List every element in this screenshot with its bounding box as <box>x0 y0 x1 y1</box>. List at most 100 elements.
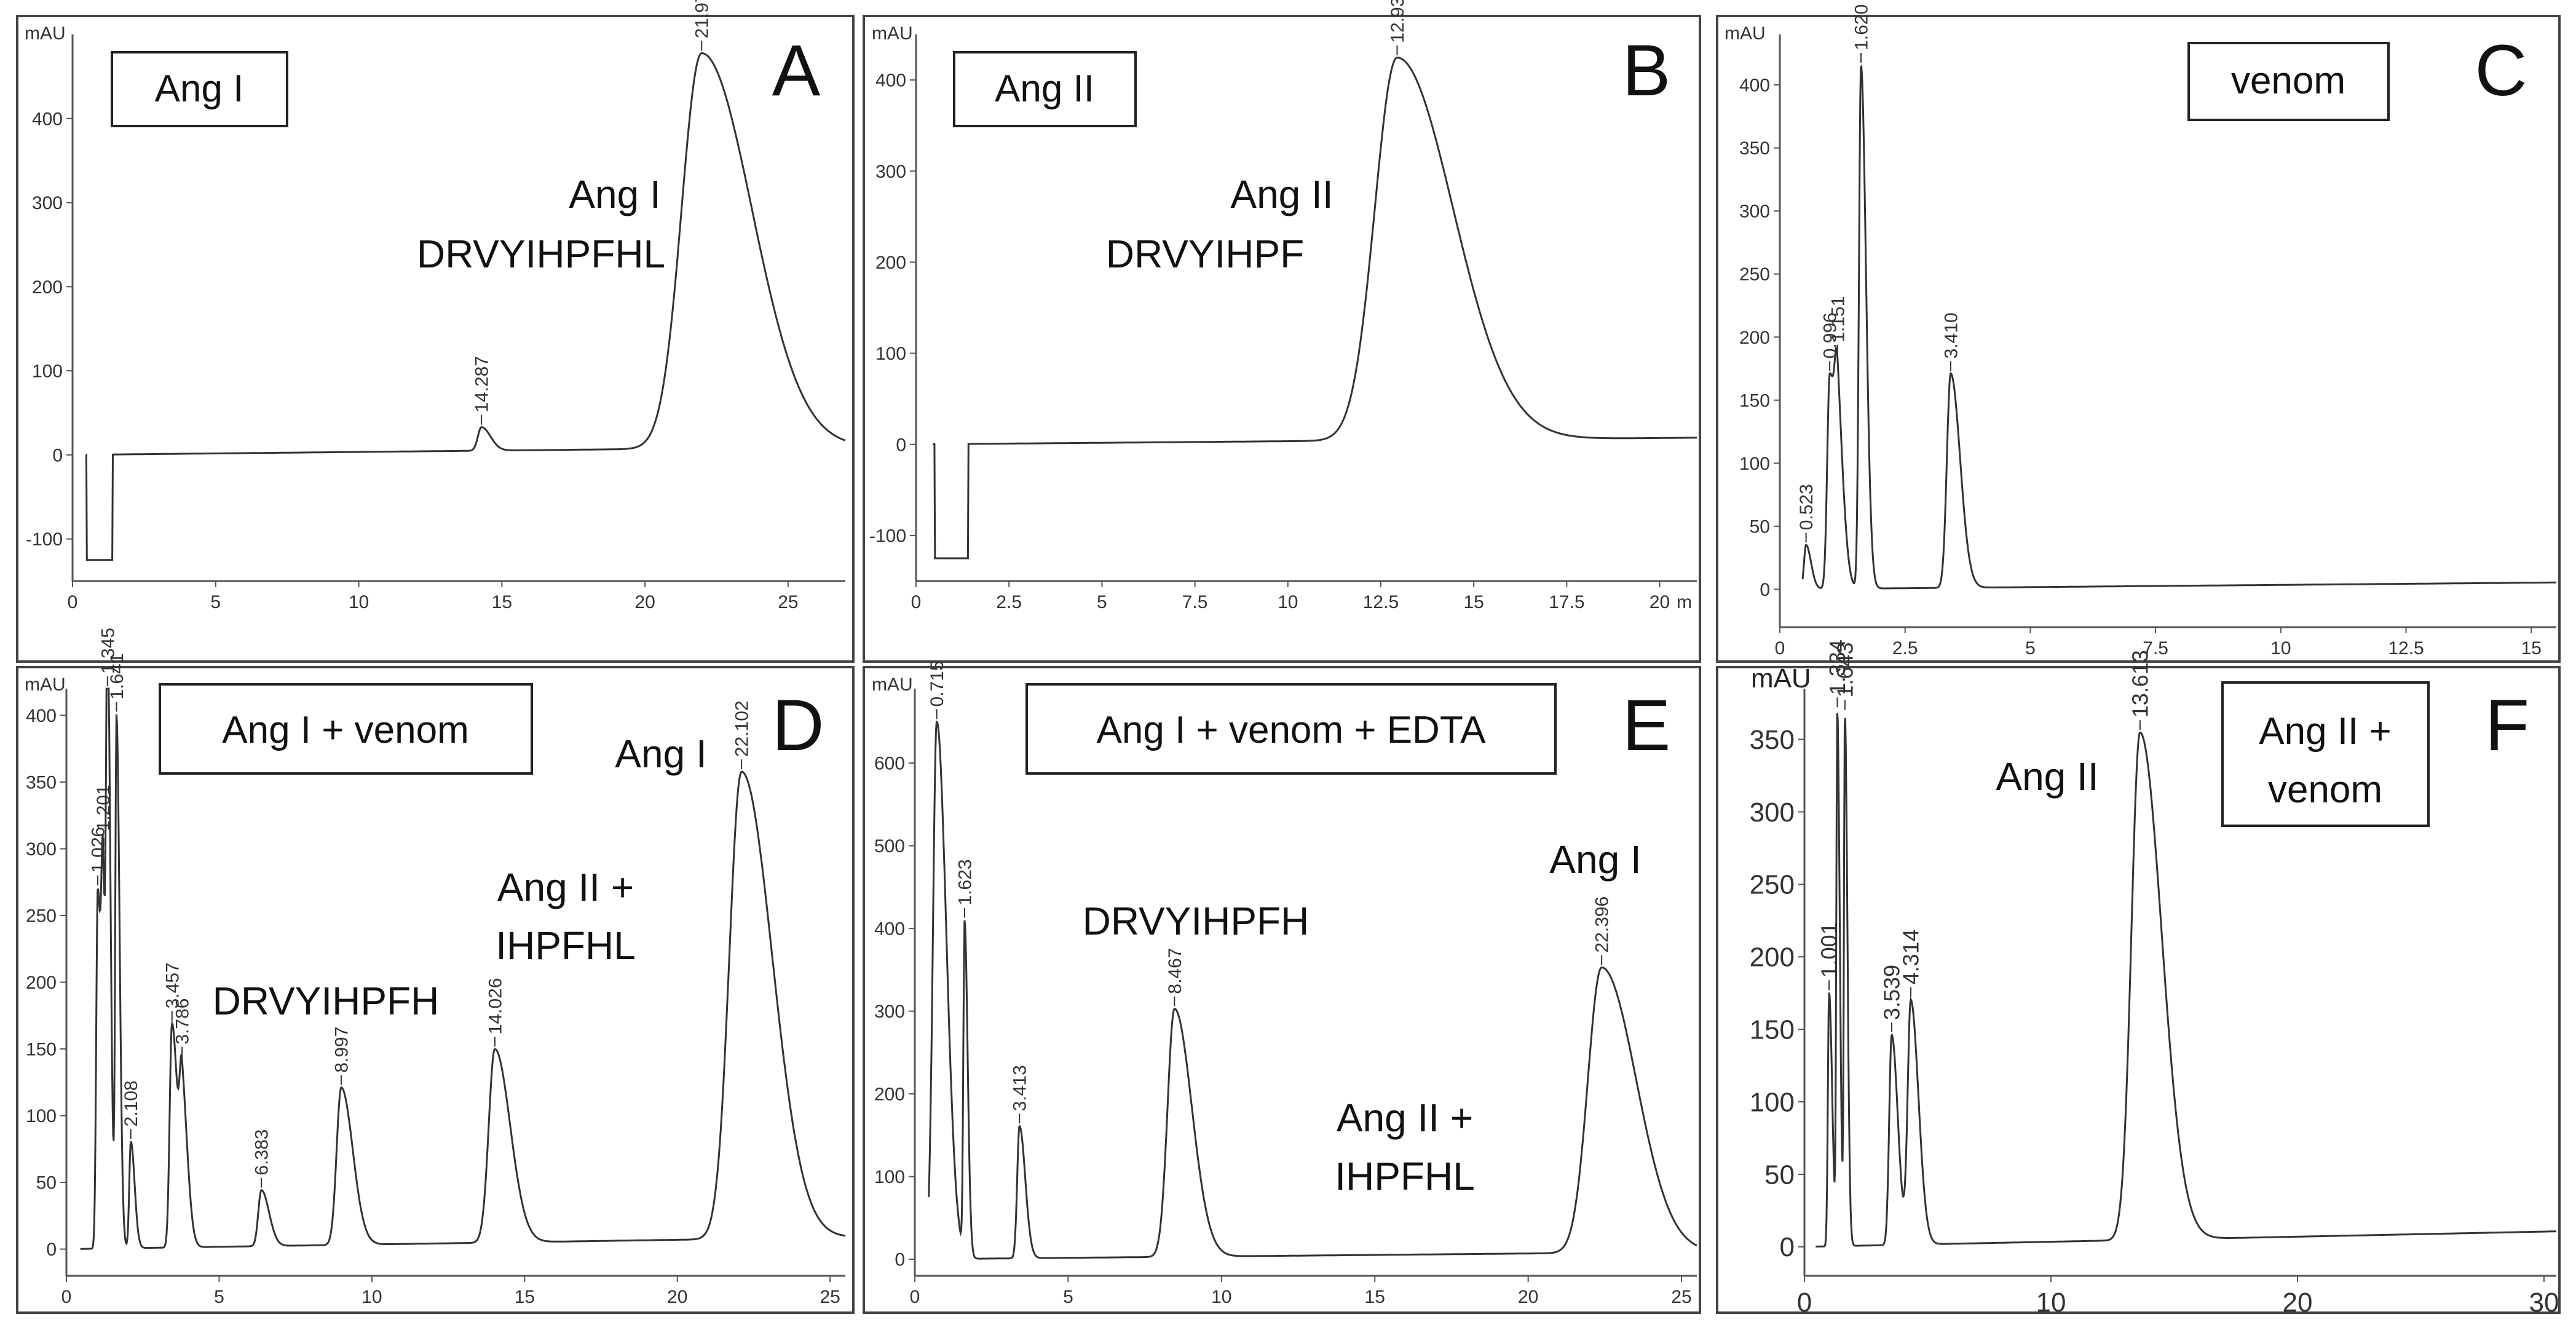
y-tick-label: -100 <box>869 526 906 546</box>
y-tick-label: 300 <box>26 839 57 860</box>
y-tick-label: 0 <box>896 435 906 455</box>
x-tick-label: 10 <box>1211 1287 1231 1307</box>
y-tick-label: 0 <box>46 1240 57 1260</box>
y-tick-label: 300 <box>1750 797 1795 828</box>
x-tick-label: 20 <box>1650 592 1670 612</box>
panel-e-annotation-2: Ang II + <box>1337 1096 1473 1140</box>
y-tick-label: 50 <box>1764 1160 1795 1190</box>
y-tick-label: 250 <box>26 906 57 926</box>
x-tick-label: 20 <box>2282 1288 2312 1318</box>
panel-c-y-unit: mAU <box>1725 23 1766 44</box>
panel-b-annotation-2: DRVYIHPF <box>1106 232 1304 276</box>
y-tick-label: 0 <box>1780 1232 1795 1262</box>
panel-e-annotation-3: IHPFHL <box>1335 1154 1475 1198</box>
y-tick-label: 0 <box>52 445 63 465</box>
x-tick-label: 2.5 <box>1892 638 1918 659</box>
panel-a-y-unit: mAU <box>25 23 66 44</box>
panel-b-letter: B <box>1622 30 1671 111</box>
y-tick-label: 50 <box>1750 516 1770 537</box>
y-tick-label: 400 <box>874 919 905 939</box>
x-tick-label: 15 <box>515 1287 535 1307</box>
x-tick-label: 7.5 <box>2143 638 2168 659</box>
panel-b-title-box <box>953 51 1137 127</box>
y-tick-label: 100 <box>874 1167 905 1187</box>
panel-a-annotation-2: DRVYIHPFHL <box>417 232 665 276</box>
x-tick-label: 5 <box>214 1287 224 1307</box>
panel-a-annotation-1: Ang I <box>569 172 660 216</box>
x-tick-label: 10 <box>362 1287 382 1307</box>
x-tick-label: 10 <box>1278 592 1298 612</box>
peak-label: 0.715 <box>927 660 947 706</box>
x-tick-label: 5 <box>1063 1287 1073 1307</box>
y-tick-label: 200 <box>26 973 57 993</box>
panel-f-annotation-1: Ang II <box>1996 754 2098 799</box>
x-tick-label: 0 <box>61 1287 72 1307</box>
peak-label: 0.523 <box>1796 484 1817 530</box>
peak-label: 21.979 <box>692 0 713 39</box>
y-tick-label: 350 <box>1739 138 1770 159</box>
y-tick-label: 200 <box>875 253 906 273</box>
y-tick-label: 250 <box>1739 264 1770 285</box>
x-tick-label: 10 <box>2036 1288 2066 1318</box>
x-tick-label: 15 <box>1463 592 1484 612</box>
y-tick-label: 300 <box>874 1002 905 1022</box>
peak-label: 1.001 <box>1817 922 1842 978</box>
y-tick-label: 400 <box>26 706 57 726</box>
panel-f-letter: F <box>2485 685 2529 766</box>
panel-e-title-box <box>1025 683 1557 775</box>
x-tick-label: 0 <box>911 592 922 612</box>
x-tick-label: 12.5 <box>2388 638 2424 659</box>
y-tick-label: 150 <box>1750 1015 1795 1045</box>
panel-f-y-unit: mAU <box>1751 663 1811 694</box>
x-tick-label: 0 <box>1775 638 1785 659</box>
y-tick-label: 150 <box>26 1040 57 1060</box>
peak-label: 12.939 <box>1388 0 1408 43</box>
panel-f-title-line-2: venom <box>2268 769 2382 811</box>
peak-label: 3.786 <box>173 999 193 1045</box>
panel-d-annotation-3: Ang II + <box>497 865 634 909</box>
x-tick-label: 20 <box>667 1287 687 1307</box>
peak-label: 4.314 <box>1898 929 1924 984</box>
peak-label: 14.287 <box>472 356 492 413</box>
panel-c-title: venom <box>2231 60 2345 102</box>
y-tick-label: 400 <box>875 71 906 91</box>
chromatogram-trace <box>933 57 1697 560</box>
panel-a-letter: A <box>772 30 821 111</box>
panel-a-title: Ang I <box>155 68 244 110</box>
peak-label: 8.467 <box>1165 948 1185 994</box>
panel-e-letter: E <box>1622 685 1671 766</box>
x-tick-label: 5 <box>2025 638 2036 659</box>
x-tick-label: 20 <box>1518 1287 1538 1307</box>
peak-label: 2.108 <box>121 1080 141 1126</box>
x-tick-label: 10 <box>2270 638 2291 659</box>
x-tick-label: 25 <box>778 592 798 612</box>
y-tick-label: 300 <box>1739 202 1770 222</box>
panel-d-annotation-2: DRVYIHPFH <box>213 979 440 1023</box>
y-tick-label: 350 <box>1750 725 1795 755</box>
x-tick-label: 5 <box>1097 592 1107 612</box>
panel-c-title-box <box>2187 42 2390 121</box>
peak-label: 3.413 <box>1010 1065 1030 1111</box>
y-tick-label: 150 <box>1739 390 1770 411</box>
y-tick-label: 0 <box>895 1250 905 1270</box>
panel-d-title-box <box>159 683 533 775</box>
y-tick-label: 100 <box>1750 1087 1795 1117</box>
panel-d-y-unit: mAU <box>25 674 66 695</box>
peak-label: 3.457 <box>162 962 183 1008</box>
chromatogram-trace <box>928 721 1697 1260</box>
panel-e-annotation-4: Ang I <box>1549 837 1641 882</box>
peak-label: 1.151 <box>1828 296 1848 342</box>
y-tick-label: 200 <box>32 277 63 298</box>
y-tick-label: 100 <box>1739 454 1770 474</box>
peak-label: 1.026 <box>88 827 108 873</box>
panel-f-title-box <box>2221 681 2430 827</box>
peak-label: 22.396 <box>1592 896 1613 953</box>
